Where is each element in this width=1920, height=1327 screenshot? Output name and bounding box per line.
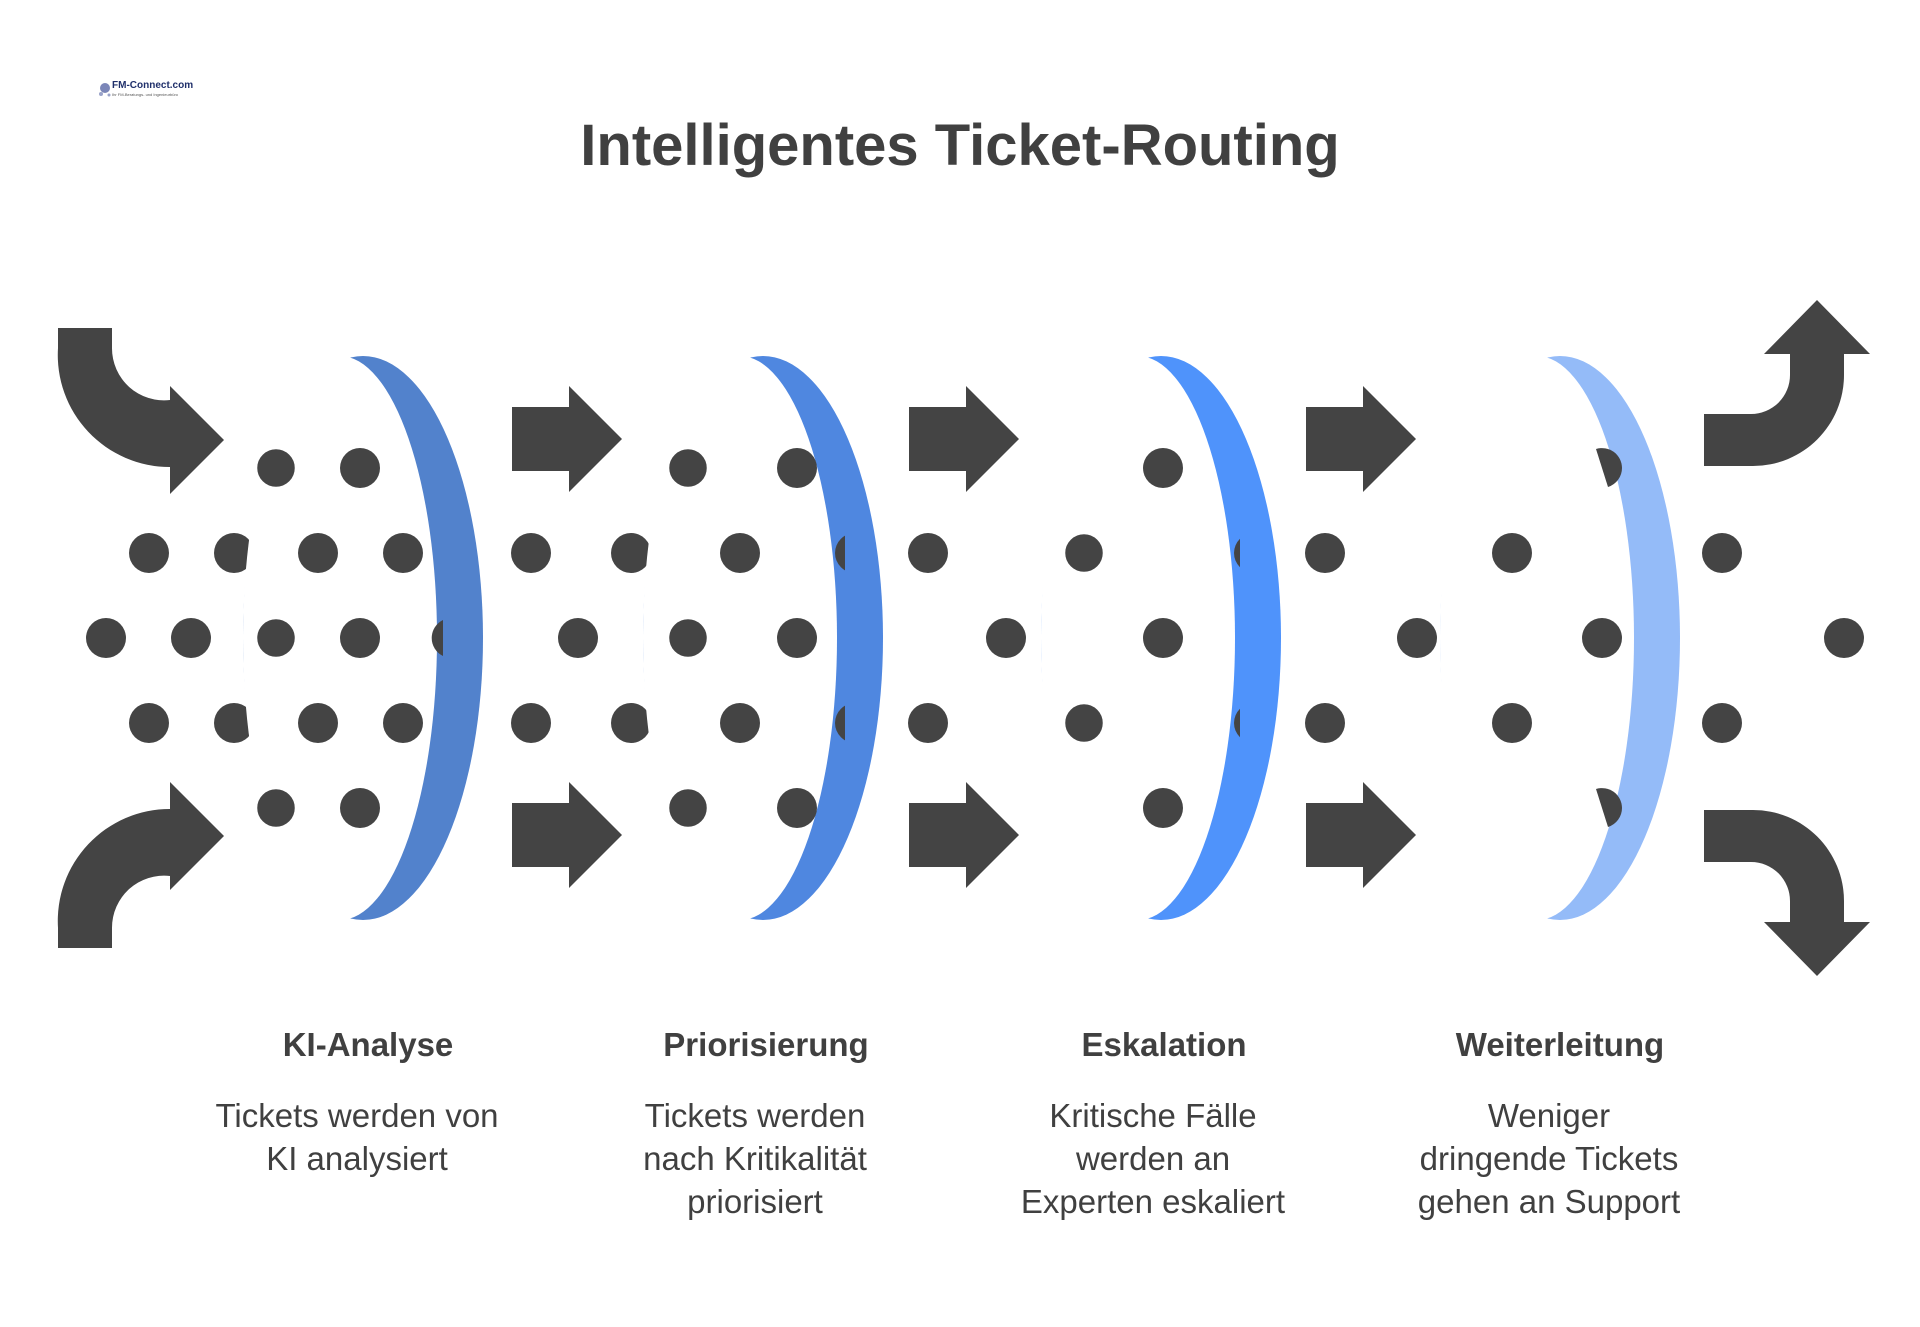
stage-ring-priorisierung — [643, 356, 883, 920]
ticket-dot — [383, 703, 423, 743]
flow-dot — [511, 703, 551, 743]
ticket-dot — [1143, 788, 1183, 828]
ticket-dot-on-ring — [666, 446, 710, 490]
description-line: KI analysiert — [266, 1140, 448, 1177]
description-line: werden an — [1075, 1140, 1231, 1177]
straight-arrow-3-top-icon — [1306, 386, 1416, 492]
ticket-dot-partial — [1596, 788, 1622, 827]
ticket-dot — [298, 533, 338, 573]
ticket-dot — [1492, 533, 1532, 573]
straight-arrow-2-top-icon — [909, 386, 1019, 492]
ticket-dot-on-ring — [254, 616, 298, 660]
flow-dot — [611, 533, 651, 573]
ticket-dot — [340, 618, 380, 658]
flow-dot — [611, 703, 651, 743]
ticket-dot — [298, 703, 338, 743]
ticket-dot-on-ring — [254, 786, 298, 830]
flow-dot — [171, 618, 211, 658]
ticket-dot-on-ring — [666, 616, 710, 660]
flow-dot — [986, 618, 1026, 658]
ticket-dot — [777, 618, 817, 658]
straight-arrow-2-bottom-icon — [909, 782, 1019, 888]
ticket-dot — [835, 705, 845, 741]
diagram-title: Intelligentes Ticket-Routing — [580, 113, 1340, 178]
ticket-dot — [383, 533, 423, 573]
ticket-dot — [340, 448, 380, 488]
description-line: Weniger — [1487, 1097, 1611, 1134]
stage-title-priorisierung: Priorisierung — [663, 1026, 869, 1063]
ticket-dot — [340, 788, 380, 828]
flow-dot — [558, 618, 598, 658]
ticket-dot-on-ring — [1062, 701, 1106, 745]
stage-title-ki-analyse: KI-Analyse — [282, 1026, 454, 1063]
ticket-dot — [1582, 618, 1622, 658]
ticket-dot — [1234, 538, 1240, 568]
logo: FM-Connect.com Ihr FM-Beratungs- und Ing… — [98, 78, 193, 104]
logo-splash-icon — [99, 83, 111, 97]
flow-dot — [1305, 703, 1345, 743]
stage-description-weiterleitung: Weniger dringende Tickets gehen an Suppo… — [1379, 1094, 1719, 1223]
flow-dot — [1305, 533, 1345, 573]
description-line: dringende Tickets — [1419, 1140, 1679, 1177]
stage-title-eskalation: Eskalation — [1081, 1026, 1247, 1063]
curved-arrow-out-top-icon — [1704, 300, 1870, 466]
flow-dot — [214, 533, 254, 573]
description-line: nach Kritikalität — [643, 1140, 867, 1177]
straight-arrow-3-bottom-icon — [1306, 782, 1416, 888]
flow-dots — [86, 533, 1864, 743]
straight-arrow-1-top-icon — [512, 386, 622, 492]
flow-dot — [214, 703, 254, 743]
flow-dot — [1824, 618, 1864, 658]
ticket-dot — [835, 535, 845, 571]
logo-text: FM-Connect.com — [112, 80, 194, 91]
description-line: Tickets werden von — [215, 1097, 499, 1134]
stage-ring-ki-analyse — [243, 356, 483, 920]
ticket-dot — [777, 788, 817, 828]
flow-dot — [1702, 703, 1742, 743]
flow-dot — [86, 618, 126, 658]
description-line: Tickets werden — [644, 1097, 866, 1134]
ticket-dot-partial — [1596, 448, 1622, 487]
stage-title-weiterleitung: Weiterleitung — [1455, 1026, 1665, 1063]
ticket-dot-on-ring — [254, 446, 298, 490]
description-line: gehen an Support — [1417, 1183, 1681, 1220]
flow-dot — [1397, 618, 1437, 658]
ticket-dot — [1143, 618, 1183, 658]
description-line: Experten eskaliert — [1020, 1183, 1286, 1220]
ticket-dot-partial — [431, 620, 443, 656]
stage-description-ki-analyse: Tickets werden von KI analysiert — [187, 1094, 527, 1180]
ticket-dot — [1492, 703, 1532, 743]
stage-ring-eskalation — [1041, 356, 1281, 920]
stage-description-priorisierung: Tickets werden nach Kritikalität prioris… — [585, 1094, 925, 1223]
ticket-dot — [1143, 448, 1183, 488]
description-line: Kritische Fälle — [1049, 1097, 1257, 1134]
curved-arrow-in-top-icon — [57, 328, 224, 494]
flow-dot — [908, 533, 948, 573]
flow-dot — [129, 533, 169, 573]
logo-subtitle: Ihr FM-Beratungs- und Ingenieurbüro — [112, 92, 179, 97]
stage-ring-weiterleitung — [1440, 356, 1680, 920]
flow-dot — [511, 533, 551, 573]
ticket-dot-on-ring — [666, 786, 710, 830]
flow-dot — [908, 703, 948, 743]
curved-arrow-out-bottom-icon — [1704, 810, 1870, 976]
ticket-dot — [720, 533, 760, 573]
flow-dot — [129, 703, 169, 743]
stage-description-eskalation: Kritische Fälle werden an Experten eskal… — [983, 1094, 1323, 1223]
description-line: priorisiert — [687, 1183, 823, 1220]
ticket-dot — [777, 448, 817, 488]
curved-arrow-in-bottom-icon — [57, 782, 224, 948]
ticket-dot — [720, 703, 760, 743]
flow-dot — [1702, 533, 1742, 573]
ticket-dot — [1234, 708, 1240, 738]
ticket-dot-on-ring — [1062, 531, 1106, 575]
straight-arrow-1-bottom-icon — [512, 782, 622, 888]
